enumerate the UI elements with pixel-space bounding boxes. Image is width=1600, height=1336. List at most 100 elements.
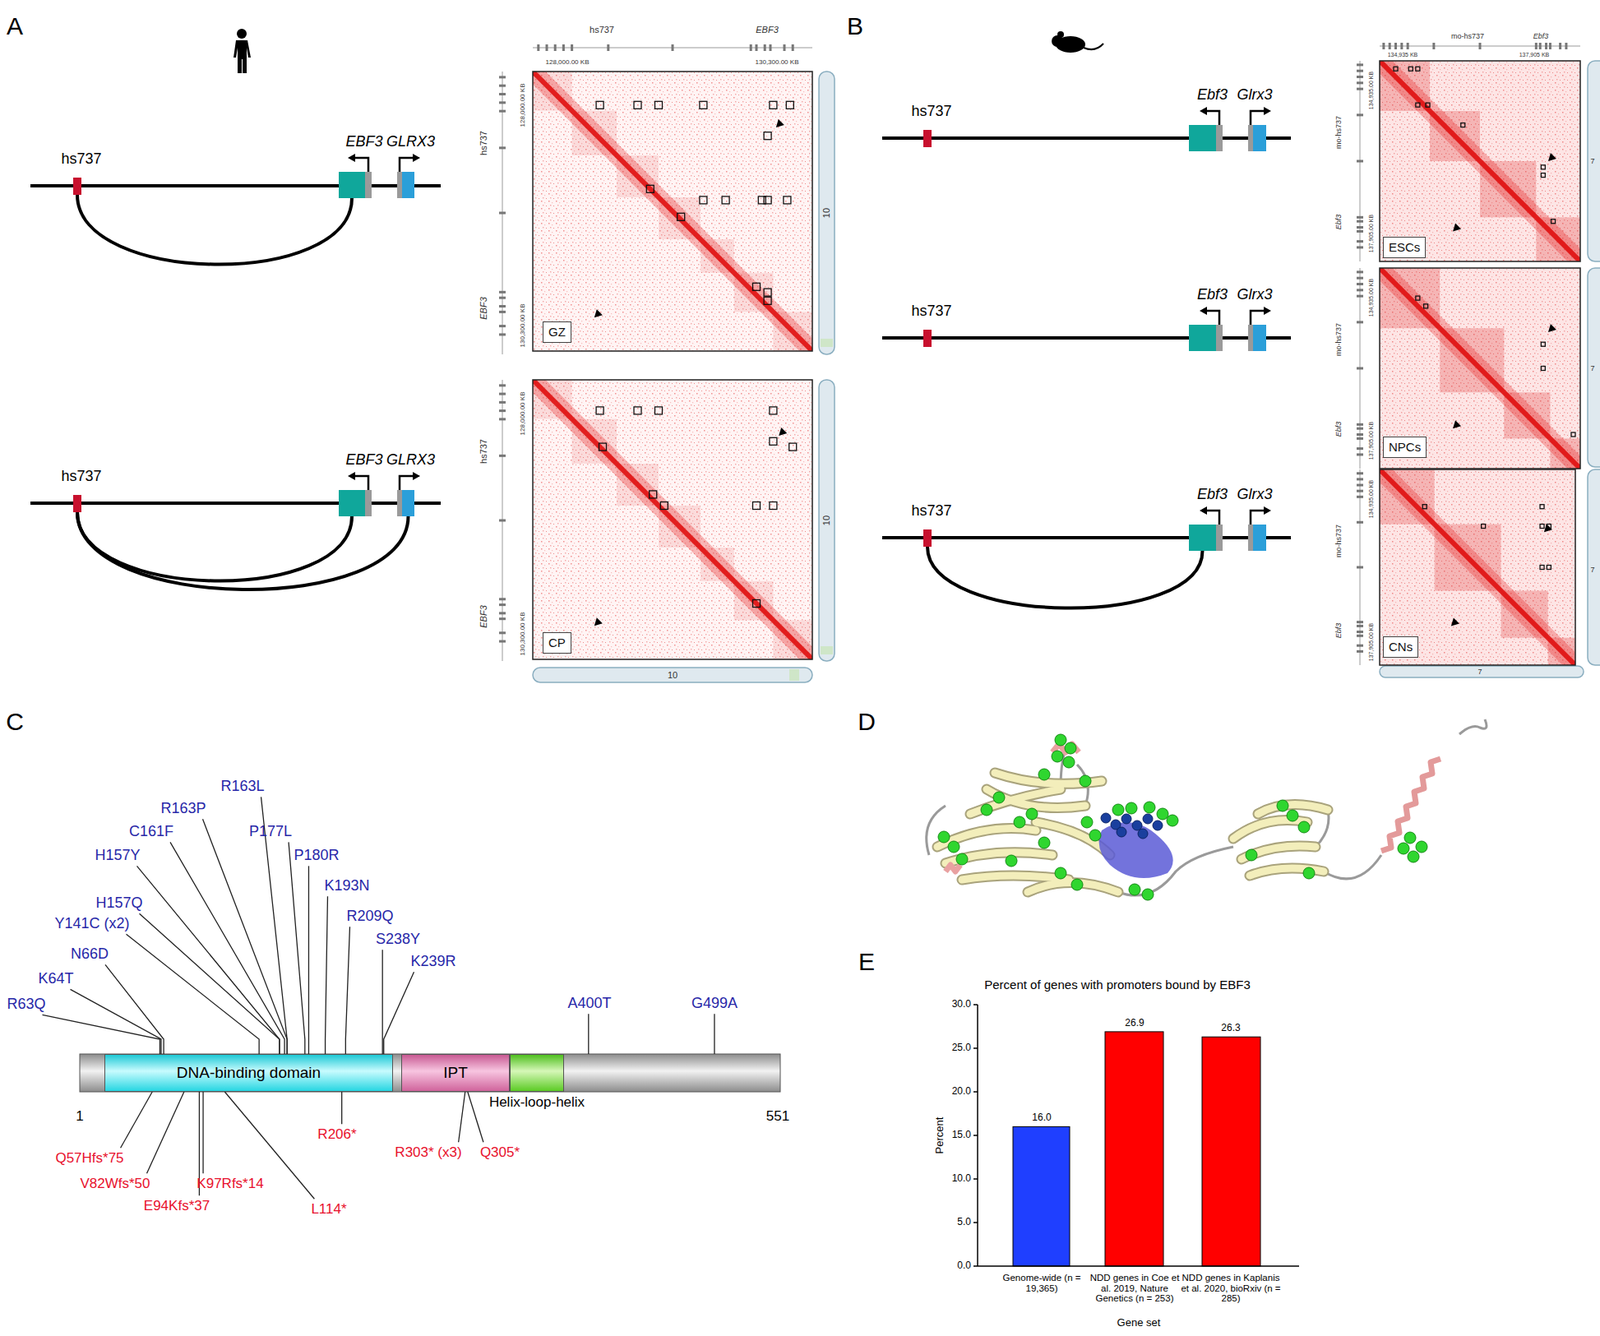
atom-sphere: [1100, 813, 1111, 824]
gene-mark: [499, 603, 506, 606]
gene-box: EBF3: [338, 490, 366, 517]
track-label: mo-hs737: [1334, 115, 1343, 149]
hic-map: [532, 379, 813, 660]
axis-tick-label: 25.0: [952, 1042, 972, 1055]
hic-map: [1379, 469, 1576, 666]
panel-letter: A: [6, 12, 24, 42]
leader-line: [202, 1091, 204, 1174]
mouse-icon: [1051, 31, 1104, 53]
gene-mark: [671, 44, 675, 51]
loop-call-box: [699, 101, 708, 109]
chart-title: Percent of genes with promoters bound by…: [984, 977, 1251, 992]
chromosome-line: [30, 184, 441, 188]
atom-sphere: [1116, 827, 1127, 837]
diagonal: [532, 71, 813, 352]
diagonal: [1379, 469, 1576, 666]
missense-variant: A400T: [567, 994, 611, 1013]
missense-variant: K193N: [323, 877, 370, 895]
coordinate-label: 134,935.00 KB: [1368, 278, 1375, 317]
gene-mark: [499, 332, 506, 336]
gene-mark: [1558, 42, 1562, 50]
axis-tick-label: 10.0: [952, 1173, 972, 1185]
diagonal-halo: [1379, 60, 1581, 262]
gene-mark: [1356, 620, 1364, 624]
ideogram-bar: [1587, 268, 1600, 468]
gene-mark: [1406, 42, 1410, 50]
enhancer-element: hs737: [73, 494, 82, 513]
gene-mark: [1356, 295, 1364, 298]
loop-call-box: [633, 101, 642, 109]
gene-track: [1356, 60, 1364, 262]
gene-track: [499, 379, 506, 662]
gene-mark: [554, 44, 557, 51]
ideogram-bar: [532, 667, 813, 683]
bar-value: 16.0: [1031, 1112, 1051, 1124]
tss-arrow: [1205, 510, 1220, 525]
missense-variant: R163P: [160, 800, 206, 818]
gene-mark: [1356, 75, 1364, 79]
gene-mark: [570, 44, 574, 51]
gene-mark: [499, 597, 506, 601]
loop-arrowhead: [1452, 222, 1462, 232]
map-ground: [1379, 268, 1581, 469]
loop-call-box: [596, 101, 604, 109]
truncating-variant: E94Kfs*37: [143, 1197, 210, 1215]
tss-arrow: [1250, 510, 1266, 525]
gene-mark: [499, 640, 506, 643]
chromosome-number: 7: [1477, 667, 1482, 676]
gene-track: [532, 44, 813, 51]
gene-mark: [1356, 160, 1364, 163]
gene-mark: [1549, 42, 1552, 50]
leader-line: [288, 841, 306, 1055]
loop-call-box: [783, 196, 791, 204]
mutation-sphere: [1415, 841, 1428, 853]
gene-label: GLRX3: [386, 133, 435, 151]
leader-line: [713, 1013, 715, 1055]
mutation-spheres: [938, 734, 1428, 901]
coordinate-label: 128,000.00 KB: [518, 83, 527, 128]
loop-arrowhead: [1451, 617, 1460, 626]
gene-mark: [1356, 484, 1364, 487]
gene-track-label: EBF3: [478, 605, 490, 629]
tss-arrowhead: [1199, 306, 1207, 315]
mutation-sphere: [1303, 867, 1315, 879]
category-label: Genome-wide (n = 19,365): [995, 1272, 1088, 1294]
track-label: hs737: [478, 130, 490, 156]
map-ground: [1379, 469, 1576, 666]
gene-mark: [499, 631, 506, 634]
gene-box: Glrx3: [1253, 124, 1267, 152]
leader-line: [170, 841, 285, 1055]
gene-track-label: Ebf3: [1533, 32, 1550, 41]
tss-arrow: [1205, 310, 1220, 325]
axis-tick-label: 5.0: [957, 1216, 972, 1229]
missense-variant: H157Q: [95, 894, 143, 912]
gene-mark: [1356, 477, 1364, 481]
gene-box: Ebf3: [1188, 524, 1217, 551]
coordinate-label: 128,000.00 KB: [545, 58, 590, 66]
tss-arrowhead: [1263, 506, 1272, 515]
loop-call-box: [1415, 66, 1420, 71]
map-speckle: [1379, 60, 1581, 262]
coordinate-label: 134,935.00 KB: [1368, 71, 1375, 110]
category-label: NDD genes in Kaplanis et al. 2020, bioRx…: [1180, 1272, 1281, 1305]
gene-mark: [1388, 42, 1392, 50]
loop-arrowhead: [594, 309, 603, 318]
bar-chart: [973, 1004, 1300, 1267]
panel-letter: E: [858, 947, 875, 977]
truncating-variant: R206*: [317, 1126, 357, 1143]
promoter-block: [365, 171, 372, 199]
gene-label: EBF3: [345, 451, 383, 469]
loop-call-box: [1540, 173, 1545, 178]
chromosome-number: 10: [821, 515, 833, 526]
track-label: hs737: [589, 24, 615, 36]
gene-mark: [499, 75, 506, 79]
mutation-sphere: [1071, 878, 1083, 891]
mutation-sphere: [1051, 750, 1064, 763]
gene-mark: [499, 110, 506, 113]
loop-call-box: [1540, 342, 1545, 347]
residue-number: 551: [766, 1108, 790, 1125]
gene-mark: [499, 291, 506, 294]
beta-strand: [937, 772, 1328, 893]
missense-variant: H157Y: [94, 846, 140, 865]
